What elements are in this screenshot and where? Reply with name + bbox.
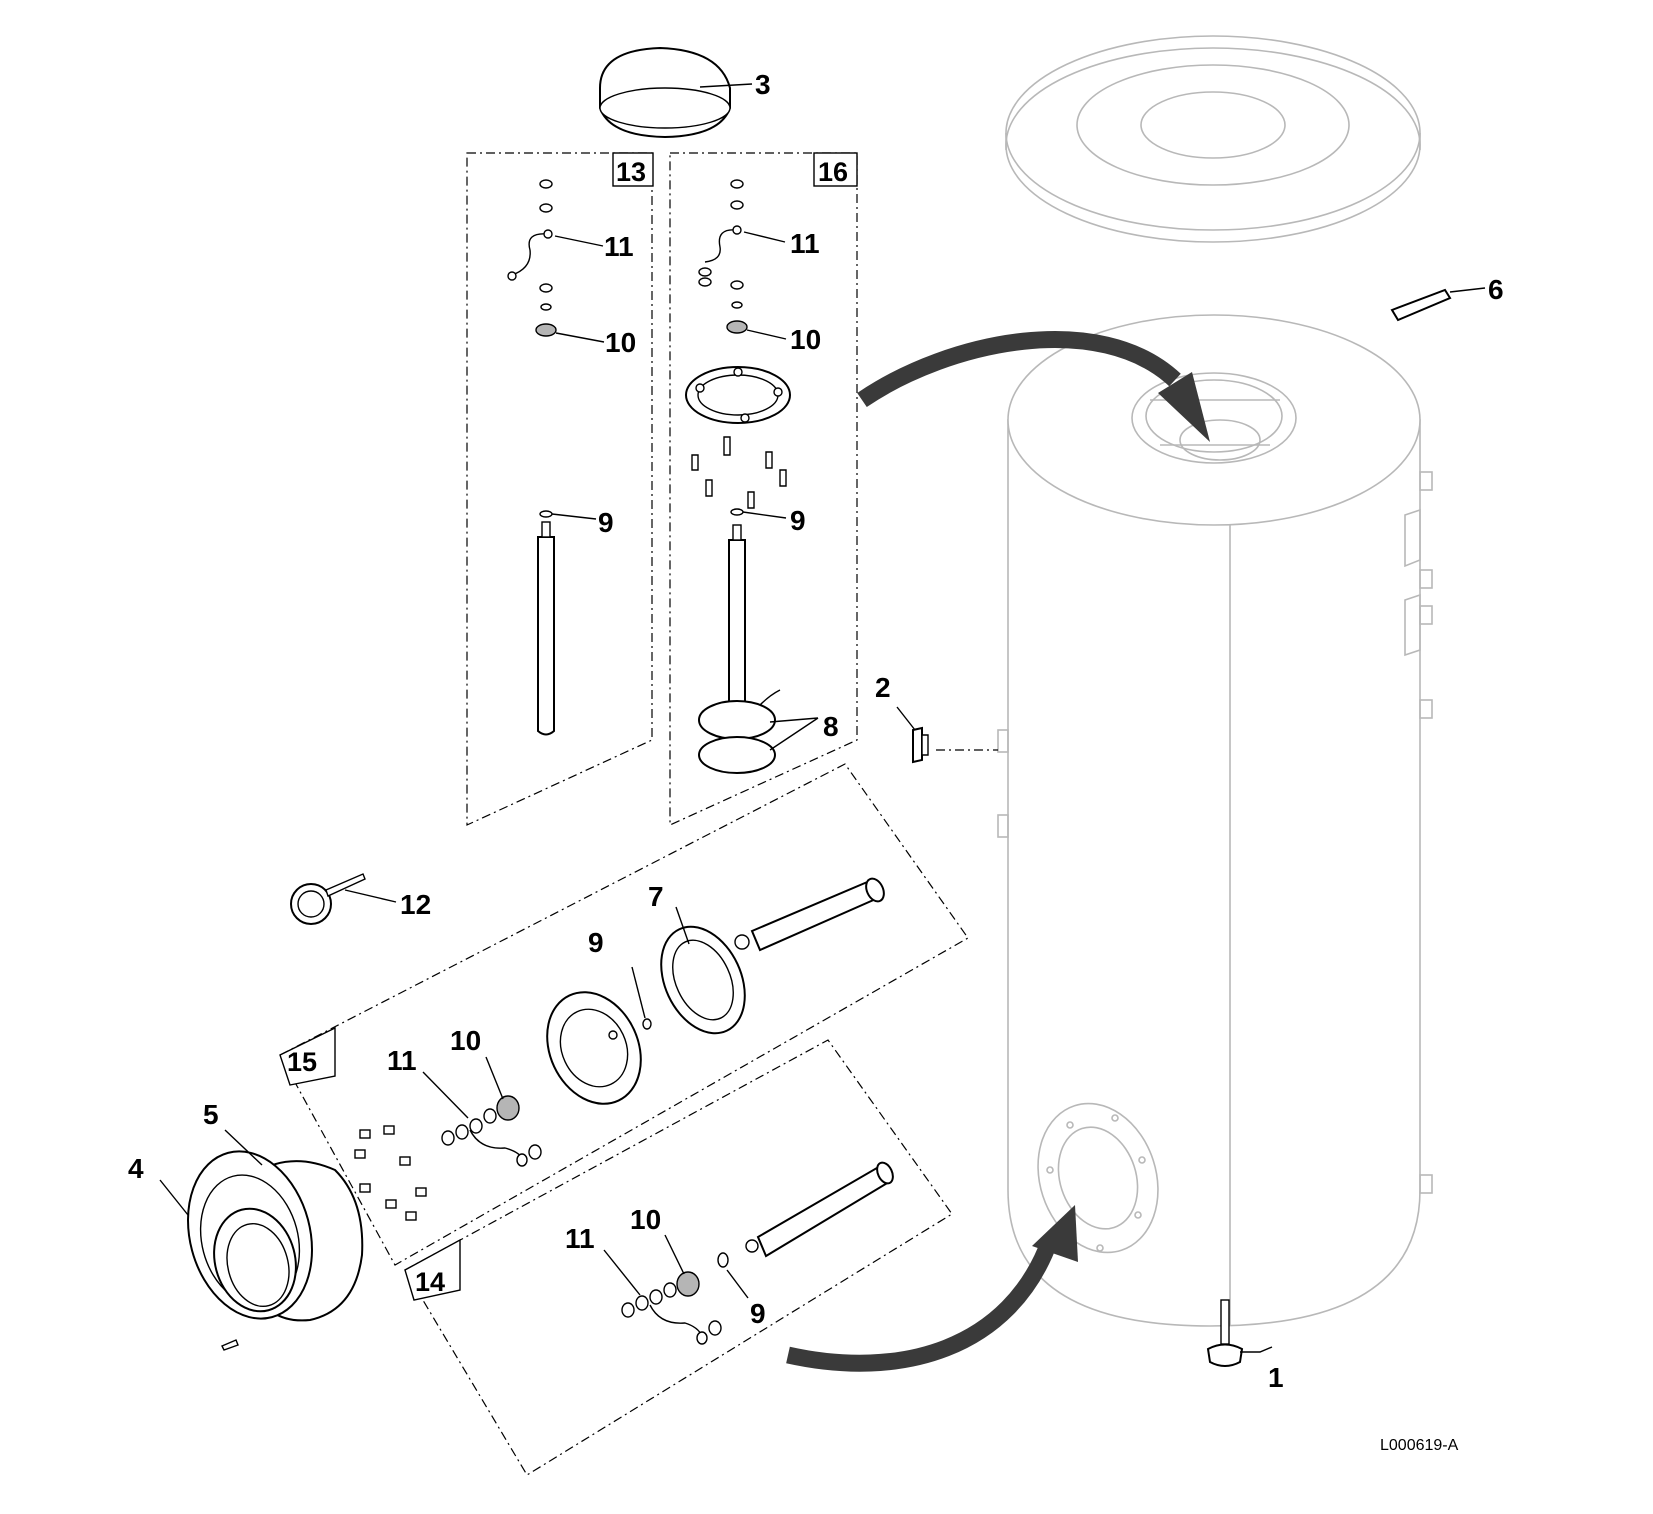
arrow-top-connection	[857, 331, 1210, 442]
callout-9-box14: 9	[750, 1298, 766, 1329]
callout-9-box13: 9	[598, 507, 614, 538]
callout-7: 7	[648, 881, 664, 912]
callout-11-box16: 11	[790, 228, 820, 259]
callout-9-box16: 9	[790, 505, 806, 536]
tank-lid-ghost	[1005, 35, 1421, 243]
callout-10-box14: 10	[630, 1204, 661, 1235]
callout-6: 6	[1488, 274, 1504, 305]
part-clip-6	[1390, 287, 1486, 322]
part-cover-4-5	[159, 1129, 364, 1351]
box15-parts	[354, 877, 885, 1221]
group-box-13	[466, 152, 654, 826]
callout-labels: 3 13 16 11 11 10 10 9 9 6 2 8 12 7 9 10 …	[128, 69, 1504, 1454]
box-label-13: 13	[616, 157, 646, 187]
figure-reference: L000619-A	[1380, 1437, 1459, 1454]
callout-2: 2	[875, 672, 891, 703]
box14-parts	[603, 1161, 894, 1345]
box16-parts	[685, 179, 819, 774]
box-label-16: 16	[818, 157, 848, 187]
box13-parts	[507, 179, 605, 736]
box-label-15: 15	[287, 1047, 317, 1077]
callout-4: 4	[128, 1153, 144, 1184]
callout-12: 12	[400, 889, 431, 920]
callout-11-box15: 11	[387, 1045, 417, 1076]
callout-10-box16: 10	[790, 324, 821, 355]
part-thermometer-12	[290, 873, 397, 925]
callout-10-box13: 10	[605, 327, 636, 358]
callout-10-box15: 10	[450, 1025, 481, 1056]
part-cover-cap	[599, 46, 753, 139]
callout-11-box14: 11	[565, 1223, 595, 1254]
group-box-16	[669, 152, 858, 826]
arrow-bottom-connection	[786, 1205, 1078, 1372]
callout-8: 8	[823, 711, 839, 742]
callout-5: 5	[203, 1099, 219, 1130]
part-clip-2	[896, 706, 998, 764]
group-box-15	[279, 763, 969, 1266]
box-label-14: 14	[415, 1267, 445, 1297]
callout-1: 1	[1268, 1362, 1284, 1393]
callout-11-box13: 11	[604, 231, 634, 262]
callout-9-box15: 9	[588, 927, 604, 958]
tank-body-ghost	[997, 314, 1433, 1327]
callout-3: 3	[755, 69, 771, 100]
group-box-14	[404, 1039, 953, 1476]
part-foot-1	[1206, 1299, 1273, 1367]
